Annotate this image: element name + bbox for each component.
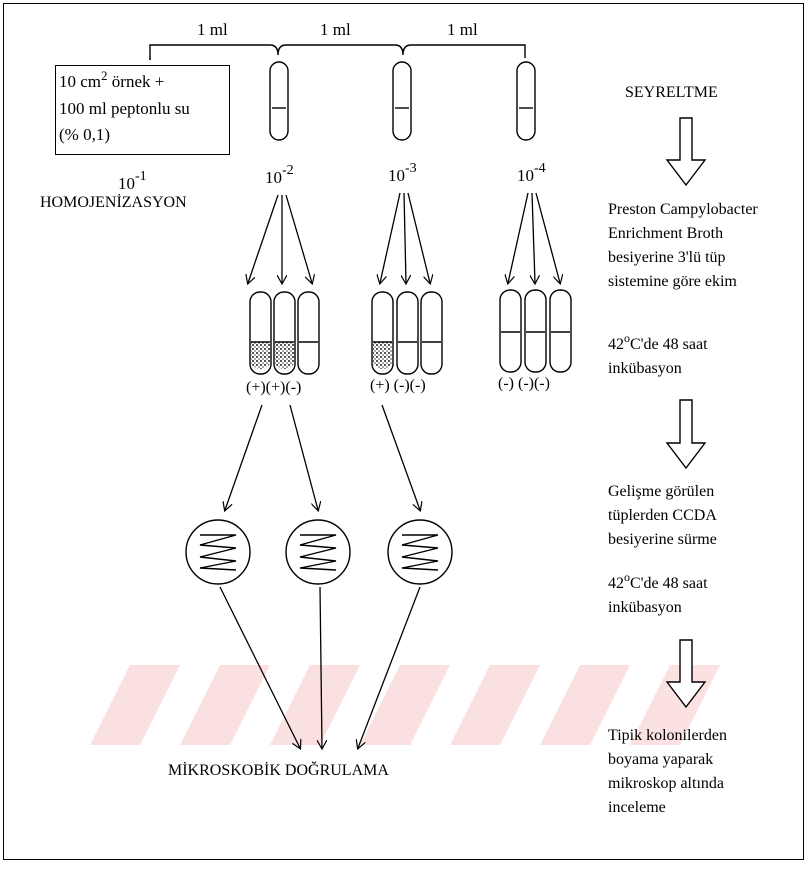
final-confirmation-label: MİKROSKOBİK DOĞRULAMA [168, 762, 389, 780]
dilution-title: SEYRELTME [625, 84, 718, 102]
tube-negative [397, 292, 418, 374]
plate-3 [388, 520, 452, 584]
ccda-plates [186, 520, 452, 584]
tube-positive [372, 292, 393, 374]
tube-negative [298, 292, 319, 374]
hollow-arrow-2 [667, 400, 705, 468]
homogenization-label: HOMOJENİZASYON [40, 194, 187, 212]
tube-positive [250, 292, 271, 374]
result-set-2: (+) (-)(-) [370, 377, 426, 395]
hollow-arrow-3 [667, 640, 705, 707]
dilution-tubes [270, 62, 535, 140]
tube-dilution-4 [517, 62, 535, 140]
result-set-1: (+)(+)(-) [246, 379, 301, 397]
hollow-arrow-1 [667, 118, 705, 185]
step-3-text: Tipik kolonilerden boyama yaparak mikros… [608, 724, 727, 820]
plating-arrows [225, 405, 420, 510]
incubation-1-text: 42oC'de 48 saat inkübasyon [608, 333, 708, 381]
step-1-text: Preston Campylobacter Enrichment Broth b… [608, 198, 758, 294]
sample-line-1: 10 cm2 örnek + [59, 69, 229, 96]
tube-negative [525, 290, 546, 372]
step-2-text: Gelişme görülen tüplerden CCDA besiyerin… [608, 480, 717, 552]
sample-line-3: (% 0,1) [59, 122, 229, 148]
enrichment-tubes-set3 [500, 290, 571, 372]
inoculation-arrows [248, 193, 560, 283]
plate-1 [186, 520, 250, 584]
enrichment-tubes-set1 [250, 292, 319, 374]
incubation-2-text: 42oC'de 48 saat inkübasyon [608, 572, 708, 620]
tube-negative [550, 290, 571, 372]
transfer-label-3: 1 ml [447, 20, 478, 40]
dilution-label-1: 10-1 [118, 174, 147, 194]
tube-dilution-2 [270, 62, 288, 140]
enrichment-tubes-set2 [372, 292, 442, 374]
result-set-3: (-) (-)(-) [498, 375, 550, 393]
transfer-label-2: 1 ml [320, 20, 351, 40]
sample-line-2: 100 ml peptonlu su [59, 96, 229, 122]
tube-dilution-3 [393, 62, 411, 140]
transfer-label-1: 1 ml [197, 20, 228, 40]
sample-box: 10 cm2 örnek + 100 ml peptonlu su (% 0,1… [55, 65, 230, 155]
tube-negative [500, 290, 521, 372]
tube-positive [274, 292, 295, 374]
confirmation-arrows [220, 587, 420, 748]
dilution-label-2: 10-2 [265, 168, 294, 188]
tube-negative [421, 292, 442, 374]
dilution-label-3: 10-3 [388, 166, 417, 186]
transfer-braces [150, 45, 525, 60]
plate-2 [286, 520, 350, 584]
dilution-label-4: 10-4 [517, 166, 546, 186]
